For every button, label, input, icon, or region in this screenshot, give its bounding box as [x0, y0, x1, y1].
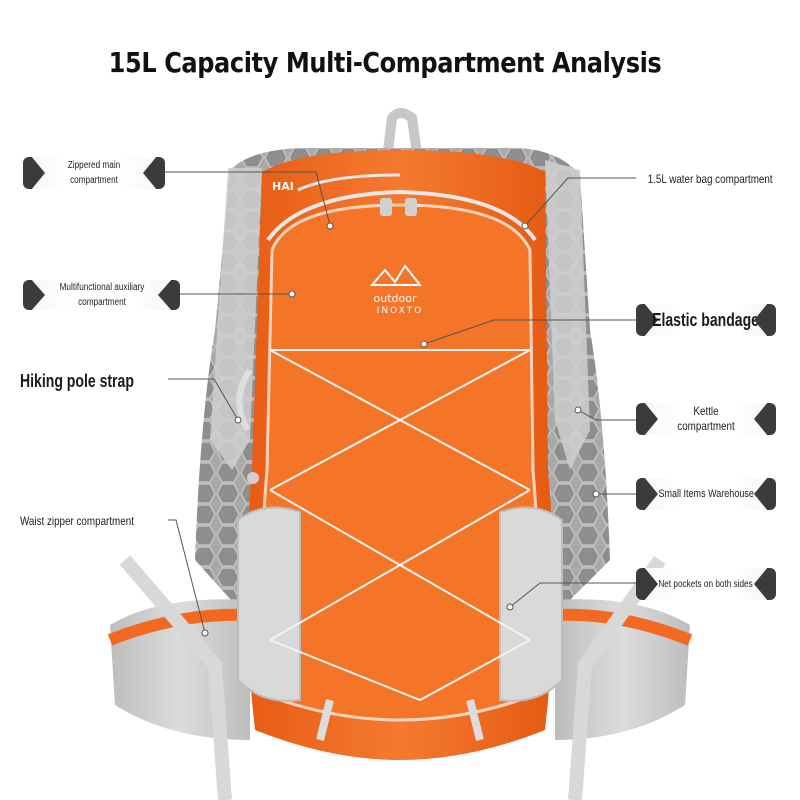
callout-waist-zipper: Waist zipper compartment	[20, 513, 134, 528]
hiking-pole-loop	[236, 368, 253, 432]
elastic-bungee-cord	[269, 349, 531, 702]
zipper-pull-left	[380, 198, 392, 216]
callout-water-bag: 1.5L water bag compartment	[647, 171, 773, 186]
waist-strap-left	[119, 555, 232, 800]
callout-multifunctional: Multifunctional auxiliary compartment	[23, 280, 180, 310]
front-pocket	[261, 203, 539, 722]
callout-elastic: Elastic bandage	[636, 304, 776, 336]
right-shoulder-strap	[545, 160, 590, 470]
net-pocket-right	[499, 506, 563, 702]
callout-hiking-pole: Hiking pole strap	[20, 370, 134, 391]
page-title: 15L Capacity Multi-Compartment Analysis	[108, 46, 662, 79]
callout-small-items: Small Items Warehouse	[636, 478, 776, 510]
zipper-pull-right	[405, 198, 417, 216]
logo-text-1: outdoor	[374, 292, 417, 305]
callout-zippered-main: Zippered main compartment	[23, 157, 165, 189]
callout-net-pockets: Net pockets on both sides	[636, 568, 776, 600]
net-pocket-left	[237, 506, 301, 702]
top-handle	[380, 108, 425, 180]
logo-text-2: INOXTO	[377, 306, 423, 316]
logo-mountain	[369, 264, 423, 286]
patch-text: HAI	[272, 180, 294, 193]
callout-kettle: Kettle compartment	[636, 403, 776, 435]
